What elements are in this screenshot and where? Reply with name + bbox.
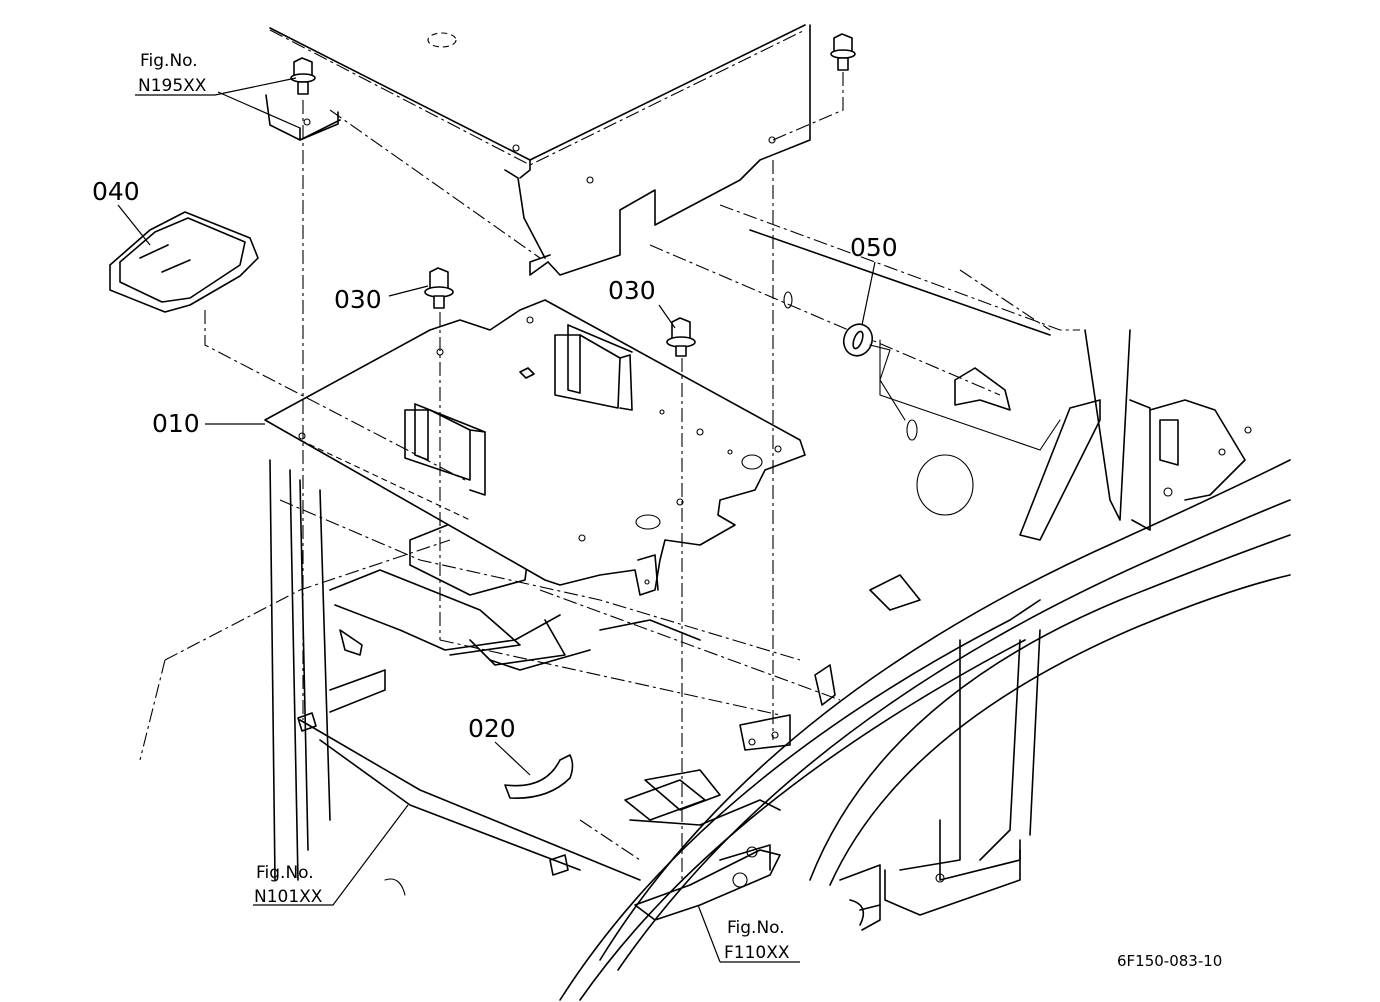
fig-ref-top-number[interactable]: N195XX xyxy=(138,76,207,96)
fig-ref-top-label: Fig.No. xyxy=(140,51,198,71)
fig-ref-bottom-left[interactable]: Fig.No. N101XX xyxy=(254,863,323,907)
part-030-bolt-right[interactable] xyxy=(666,317,696,357)
part-050-grommet[interactable] xyxy=(839,320,876,360)
callout-040: 040 xyxy=(92,177,140,206)
fig-ref-bottom-center-number[interactable]: F110XX xyxy=(724,943,790,963)
callouts: 010 020 030 030 040 050 xyxy=(92,177,898,743)
part-040-cover[interactable] xyxy=(109,211,259,313)
top-bolt-left xyxy=(290,57,316,95)
callout-050: 050 xyxy=(850,233,898,262)
upper-housing xyxy=(265,24,811,276)
leader-lines xyxy=(117,77,876,963)
top-bolt-right xyxy=(830,33,856,71)
right-frame xyxy=(559,204,1291,1001)
alignment-lines xyxy=(204,72,906,880)
callout-030-right: 030 xyxy=(608,276,656,305)
callout-030-left: 030 xyxy=(334,285,382,314)
callout-020: 020 xyxy=(468,714,516,743)
fig-ref-bottom-left-number[interactable]: N101XX xyxy=(254,887,323,907)
fig-ref-bottom-center[interactable]: Fig.No. F110XX xyxy=(724,918,790,963)
part-020-clip[interactable] xyxy=(504,754,574,799)
fig-ref-top[interactable]: Fig.No. N195XX xyxy=(138,51,207,96)
fig-ref-bottom-center-label: Fig.No. xyxy=(727,918,785,938)
drawing-code: 6F150-083-10 xyxy=(1117,952,1222,970)
fig-ref-bottom-left-label: Fig.No. xyxy=(256,863,314,883)
callout-010: 010 xyxy=(152,409,200,438)
lower-frame xyxy=(139,459,841,921)
part-030-bolt-left[interactable] xyxy=(424,267,454,309)
part-010-floor-plate[interactable] xyxy=(264,299,806,596)
